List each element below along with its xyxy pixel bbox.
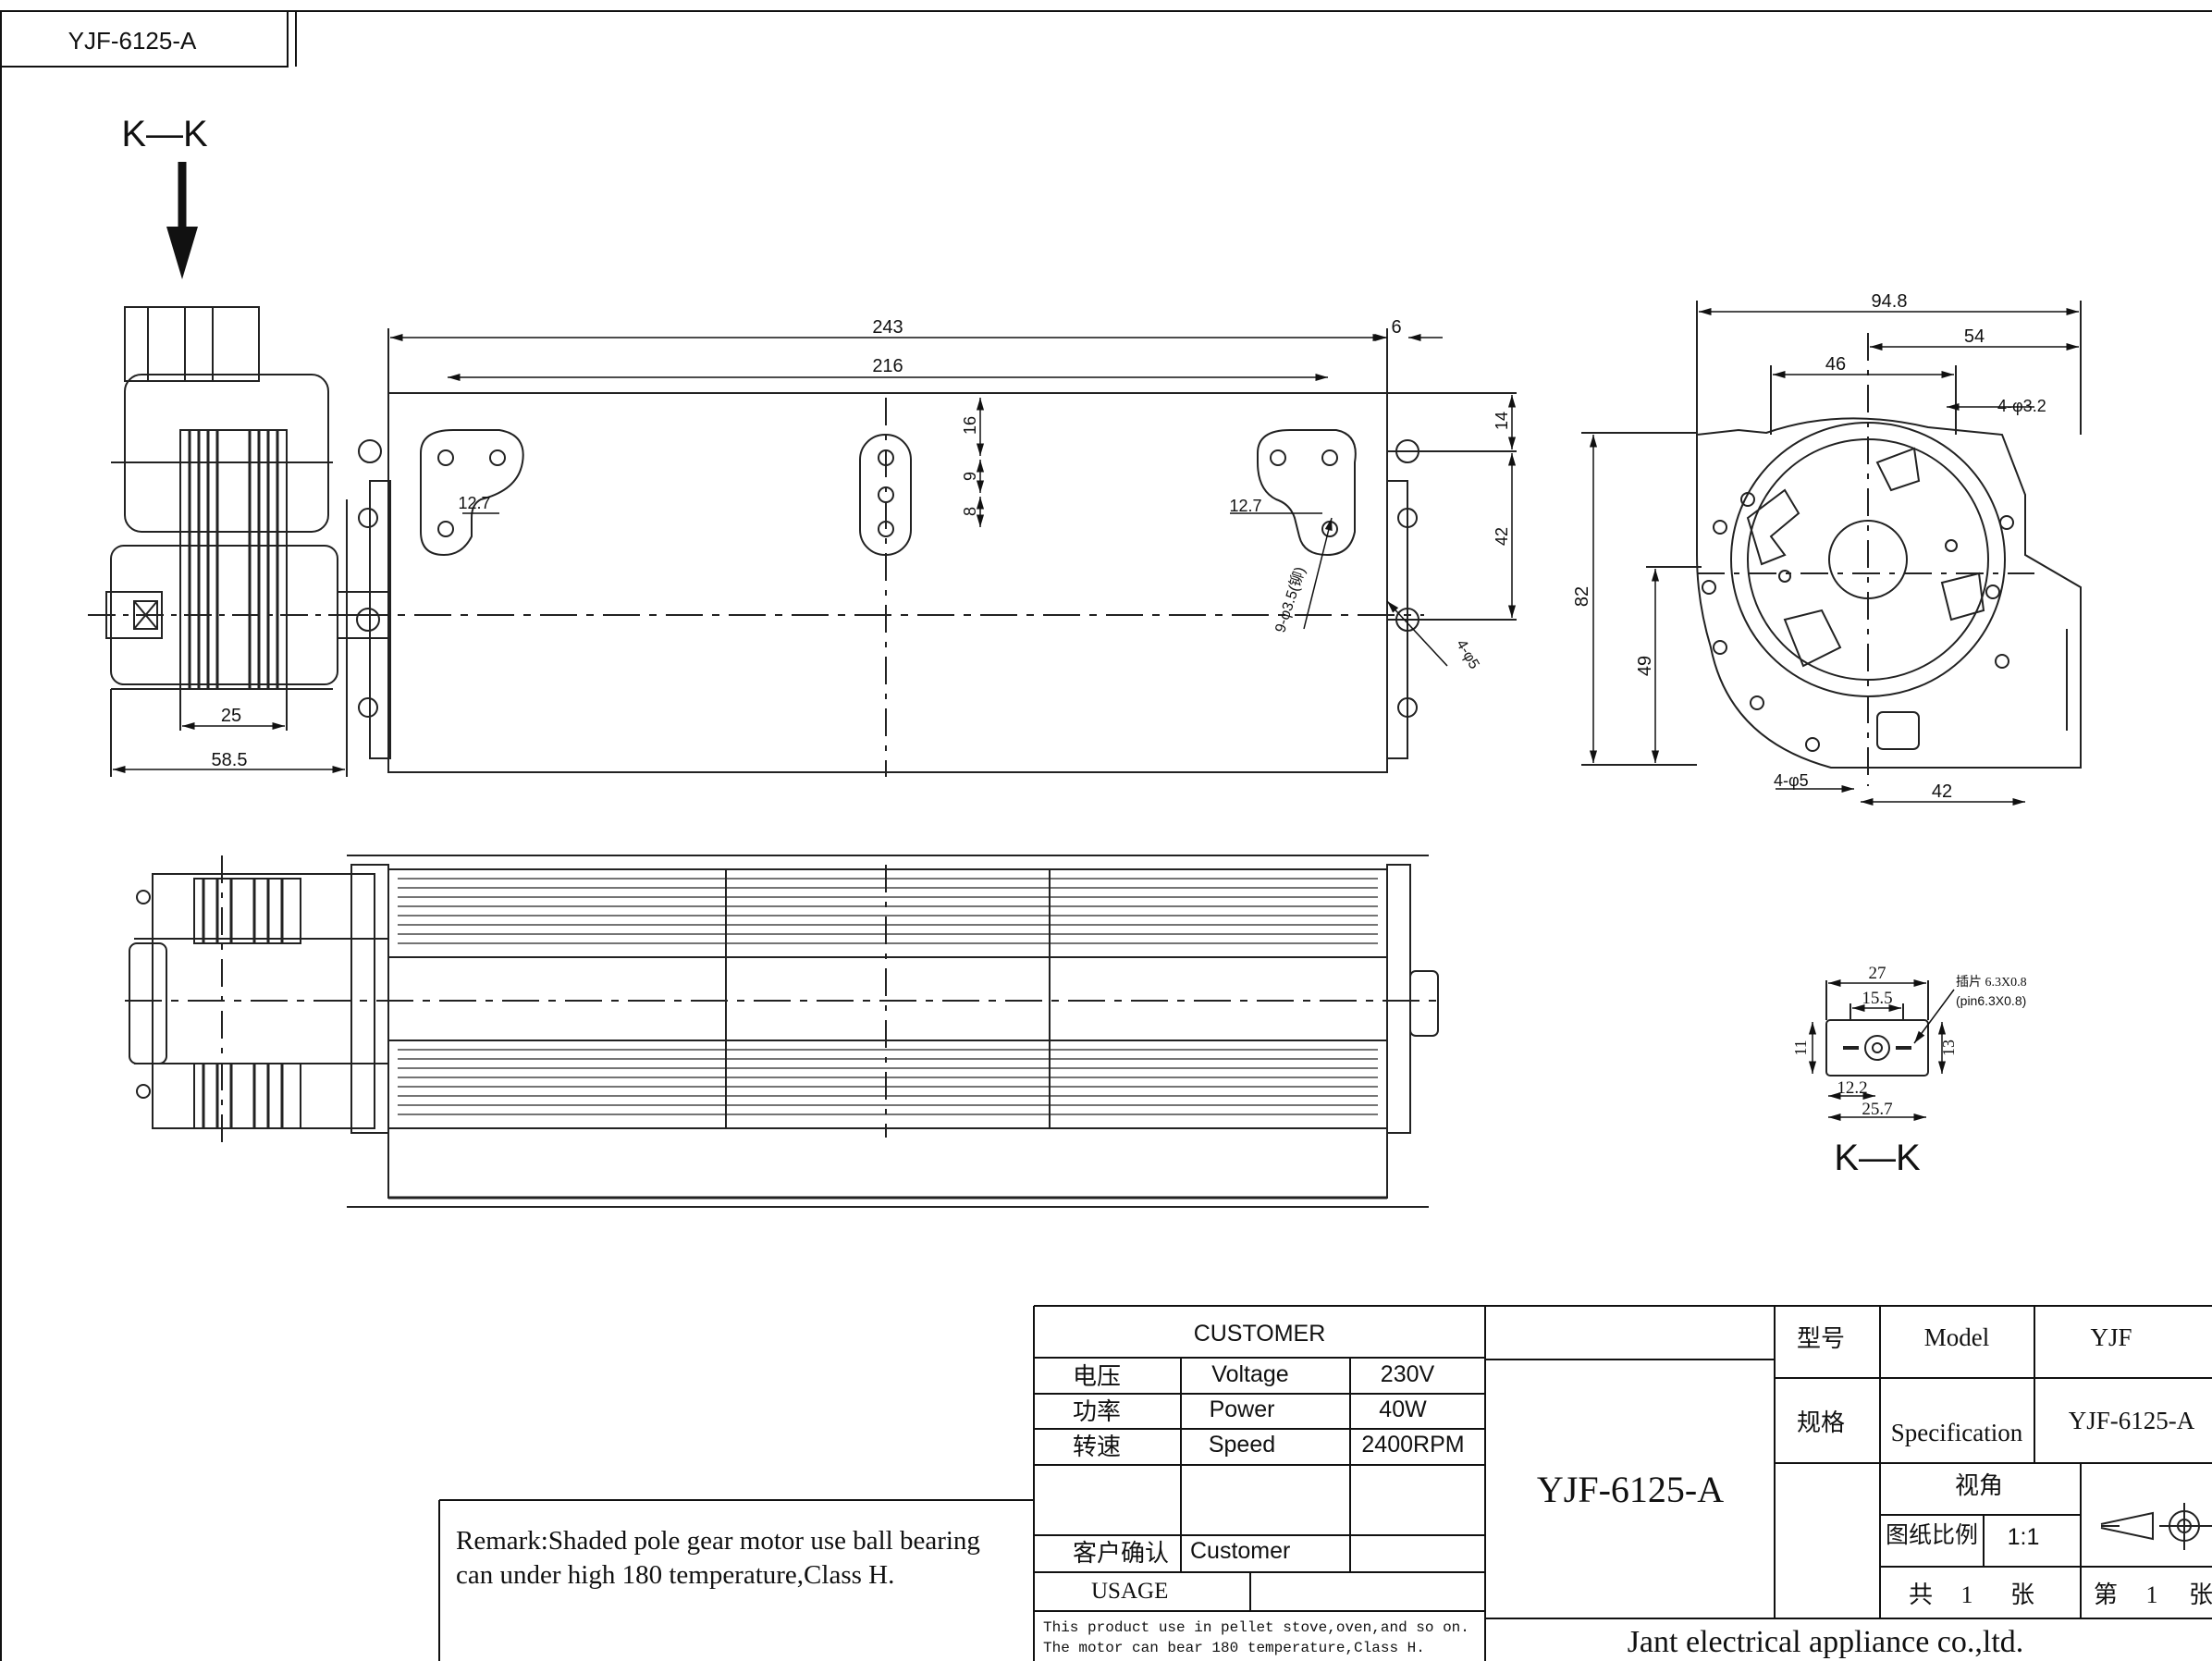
remark-line-2: can under high 180 temperature,Class H. — [456, 1560, 894, 1590]
spec-value: YJF-6125-A — [2069, 1407, 2195, 1434]
dim-6: 6 — [1391, 317, 1401, 338]
dim-25-7: 25.7 — [1862, 1100, 1892, 1119]
sheet-no-cn: 第 — [2094, 1581, 2118, 1608]
spec-cn: 规格 — [1797, 1409, 1845, 1436]
fan-top-view — [125, 855, 1443, 1208]
voltage-value: 230V — [1381, 1361, 1435, 1387]
speed-value: 2400RPM — [1361, 1432, 1464, 1458]
sheet-no-unit: 张 — [2189, 1581, 2212, 1608]
dim-27: 27 — [1869, 964, 1886, 983]
drawing-frame — [0, 10, 2212, 1661]
front-dimensions — [390, 333, 1517, 667]
motor-side-view — [88, 306, 388, 777]
fan-front-view — [351, 328, 1517, 777]
dim-8: 8 — [961, 507, 979, 516]
dim-42-vertical: 42 — [1493, 527, 1511, 546]
customer-header: CUSTOMER — [1194, 1321, 1326, 1347]
sheet-total-cn: 共 — [1909, 1581, 1933, 1608]
dim-15-5: 15.5 — [1862, 989, 1892, 1008]
remark-line-1: Remark:Shaded pole gear motor use ball b… — [456, 1526, 980, 1556]
dim-13: 13 — [1939, 1040, 1958, 1056]
dim-12-7-left: 12.7 — [458, 494, 490, 512]
usage-line-1: This product use in pellet stove,oven,an… — [1043, 1619, 1469, 1636]
hole-note-9: 9-φ3.5(铆) — [1272, 565, 1309, 634]
dim-94-8: 94.8 — [1872, 291, 1908, 312]
power-en: Power — [1210, 1396, 1275, 1422]
title-block-grid — [1033, 1305, 2212, 1661]
drawing-id-label: YJF-6125-A — [68, 27, 197, 55]
end-dimensions — [1589, 307, 2079, 806]
speed-en: Speed — [1209, 1432, 1275, 1458]
voltage-en: Voltage — [1211, 1361, 1288, 1387]
dim-46: 46 — [1825, 354, 1846, 375]
remark-box — [438, 1499, 1034, 1661]
dim-14: 14 — [1493, 412, 1511, 430]
dim-58-5: 58.5 — [212, 750, 248, 770]
dim-243: 243 — [872, 317, 903, 338]
sheet-no-num: 1 — [2146, 1581, 2158, 1608]
hole-note-4a: 4-φ5 — [1453, 637, 1482, 672]
projection-symbol-icon — [2100, 1503, 2212, 1550]
pin-note-cn: 插片 6.3X0.8 — [1956, 975, 2027, 990]
dim-216: 216 — [872, 356, 903, 376]
spec-en: Specification — [1891, 1419, 2023, 1446]
sheet-total-num: 1 — [1961, 1581, 1973, 1608]
dim-11: 11 — [1791, 1040, 1810, 1055]
connector-detail — [1825, 980, 1929, 1077]
customer-confirm-cn: 客户确认 — [1073, 1540, 1169, 1567]
model-en: Model — [1924, 1323, 1990, 1351]
dim-12-7-right: 12.7 — [1229, 497, 1261, 515]
dim-25: 25 — [221, 706, 241, 726]
scale-value: 1:1 — [2008, 1524, 2040, 1550]
sheet-total-unit: 张 — [2010, 1581, 2034, 1608]
customer-confirm-en: Customer — [1190, 1538, 1290, 1564]
dim-9: 9 — [961, 472, 979, 481]
dim-12-2: 12.2 — [1837, 1078, 1867, 1098]
section-label-detail: K—K — [1834, 1138, 1921, 1178]
power-cn: 功率 — [1073, 1398, 1121, 1425]
dim-16: 16 — [961, 416, 979, 435]
usage-label: USAGE — [1091, 1579, 1168, 1604]
dim-49: 49 — [1635, 656, 1655, 676]
dim-54: 54 — [1964, 326, 1985, 347]
company-name: Jant electrical appliance co.,ltd. — [1628, 1625, 2024, 1659]
view-arrow — [166, 162, 198, 279]
power-value: 40W — [1379, 1396, 1427, 1422]
hole-note-4b: 4-φ3.2 — [1997, 397, 2046, 415]
speed-cn: 转速 — [1073, 1433, 1121, 1460]
hole-note-4c: 4-φ5 — [1774, 771, 1809, 790]
view-cn: 视角 — [1955, 1472, 2003, 1499]
pin-note-en: (pin6.3X0.8) — [1956, 993, 2026, 1008]
scale-cn: 图纸比例 — [1886, 1522, 1978, 1548]
connector-dimensions — [1808, 978, 1955, 1122]
section-label-top: K—K — [121, 114, 208, 154]
usage-line-2: The motor can bear 180 temperature,Class… — [1043, 1640, 1425, 1656]
model-big: YJF-6125-A — [1537, 1469, 1724, 1510]
model-value: YJF — [2090, 1323, 2132, 1351]
dim-82: 82 — [1572, 586, 1592, 607]
motor-dimensions — [113, 721, 345, 774]
dim-42-horizontal: 42 — [1932, 781, 1952, 802]
model-cn: 型号 — [1797, 1325, 1845, 1352]
voltage-cn: 电压 — [1073, 1363, 1121, 1390]
fan-end-view — [1581, 301, 2082, 786]
